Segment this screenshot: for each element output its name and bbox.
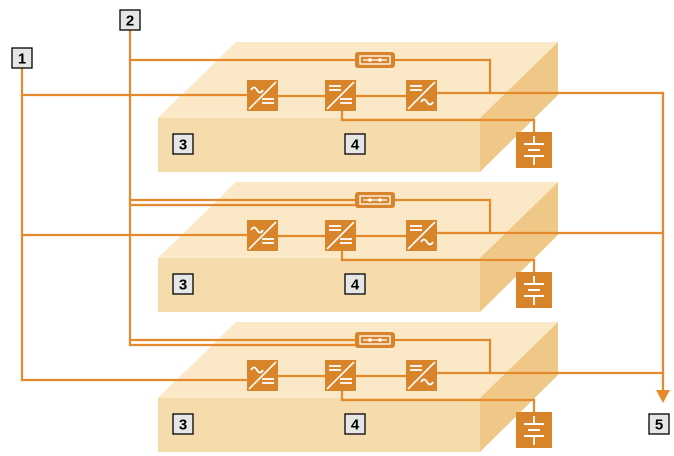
module-label-4: 4 [344, 273, 366, 295]
rectifier-icon-diagonal [248, 361, 277, 390]
bypass-switch-icon-dot-b [378, 198, 382, 202]
bypass-switch-icon-dot-b [378, 338, 382, 342]
input-label-2-text: 2 [126, 13, 134, 30]
ac-wave [420, 98, 434, 106]
output-arrow-icon [656, 390, 670, 403]
module-label-3: 3 [172, 133, 194, 155]
ac-wave [250, 366, 264, 374]
bypass-switch-icon-frame [359, 195, 391, 205]
slab-side [480, 182, 558, 312]
module-label-4-text: 4 [351, 277, 360, 294]
bypass-switch-icon-dot-a [368, 338, 372, 342]
module-label-3-box [172, 273, 194, 295]
ac-wave [420, 378, 434, 386]
ac-wave [250, 86, 264, 94]
slab-side [480, 42, 558, 172]
module-label-3-text: 3 [179, 277, 187, 294]
dc-mark [340, 98, 352, 104]
input-label-1-box [11, 47, 33, 69]
bypass-switch-icon-dot-a [368, 58, 372, 62]
inverter-icon [406, 220, 437, 251]
rectifier-icon-diagonal [248, 81, 277, 110]
module-label-4: 4 [344, 133, 366, 155]
module-label-4-text: 4 [351, 417, 360, 434]
module-label-3-text: 3 [179, 417, 187, 434]
ac-wave [420, 238, 434, 246]
inverter-icon [406, 80, 437, 111]
dc-dc-converter-icon-diagonal [326, 81, 355, 110]
battery-icon [516, 272, 552, 308]
output-label-5: 5 [648, 413, 670, 435]
bypass-switch-icon-frame [359, 55, 391, 65]
inverter-icon-diagonal [407, 81, 436, 110]
input-label-2-box [119, 9, 141, 31]
module-label-3: 3 [172, 273, 194, 295]
dc-mark [340, 378, 352, 384]
dc-mark [262, 378, 274, 384]
module-label-4-box [344, 133, 366, 155]
dc-dc-converter-icon [325, 220, 356, 251]
output-label-5-text: 5 [655, 417, 663, 434]
module-label-4-box [344, 273, 366, 295]
dc-mark [329, 85, 341, 91]
slab-front [158, 258, 480, 312]
inverter-icon-diagonal [407, 361, 436, 390]
dc-dc-converter-icon [325, 80, 356, 111]
rectifier-icon [247, 80, 278, 111]
dc-dc-converter-icon-diagonal [326, 361, 355, 390]
dc-mark [410, 365, 422, 371]
dc-mark [410, 225, 422, 231]
inverter-icon-diagonal [407, 221, 436, 250]
dc-mark [329, 225, 341, 231]
module-label-3-box [172, 133, 194, 155]
battery-icon [516, 412, 552, 448]
input-label-2: 2 [119, 9, 141, 31]
slab-side [480, 322, 558, 452]
bypass-switch-icon-dot-b [378, 58, 382, 62]
rectifier-icon-diagonal [248, 221, 277, 250]
ac-wave [250, 226, 264, 234]
dc-mark [262, 238, 274, 244]
bypass-switch-icon [355, 192, 395, 208]
input-label-1-text: 1 [18, 51, 26, 68]
module-label-3: 3 [172, 413, 194, 435]
bus-lines [20, 28, 670, 403]
slab-front [158, 118, 480, 172]
slab-front [158, 398, 480, 452]
module-label-4-text: 4 [351, 137, 360, 154]
module-label-3-box [172, 413, 194, 435]
bypass-switch-icon [355, 52, 395, 68]
bypass-switch-icon-dot-a [368, 198, 372, 202]
battery-icon [516, 132, 552, 168]
module-label-4: 4 [344, 413, 366, 435]
module-label-4-box [344, 413, 366, 435]
dc-dc-converter-icon-diagonal [326, 221, 355, 250]
dc-dc-converter-icon [325, 360, 356, 391]
dc-mark [340, 238, 352, 244]
dc-mark [329, 365, 341, 371]
output-label-5-box [648, 413, 670, 435]
inverter-icon [406, 360, 437, 391]
dc-mark [410, 85, 422, 91]
bypass-switch-icon [355, 332, 395, 348]
rectifier-icon [247, 360, 278, 391]
module-label-3-text: 3 [179, 137, 187, 154]
bypass-switch-icon-frame [359, 335, 391, 345]
dc-mark [262, 98, 274, 104]
input-label-1: 1 [11, 47, 33, 69]
rectifier-icon [247, 220, 278, 251]
